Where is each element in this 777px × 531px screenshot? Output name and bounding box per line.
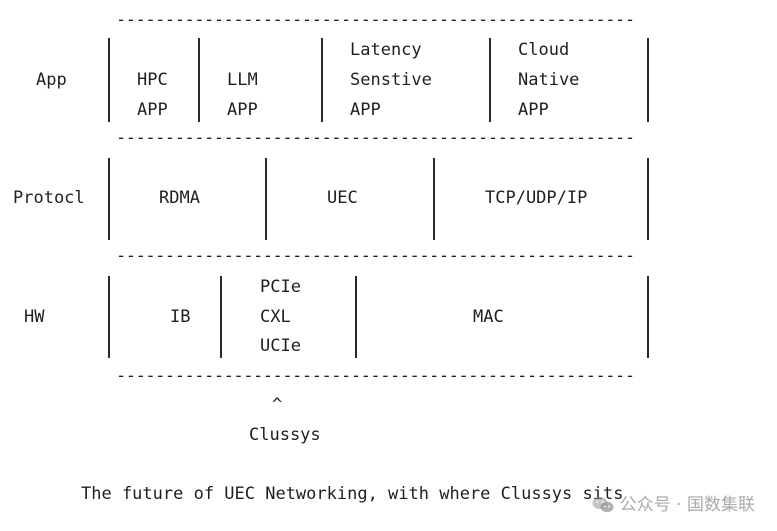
app-divider-hpc-llm (198, 38, 200, 122)
protocol-hw-separator: ----------------------------------------… (116, 246, 635, 266)
app-divider-latency-cloud (489, 38, 491, 122)
ib-label: IB (170, 307, 191, 327)
watermark: 公众号 · 国数集联 (592, 495, 755, 515)
row-label-hw: HW (24, 307, 45, 327)
rdma-label: RDMA (159, 188, 200, 208)
senstive-label: Senstive (350, 70, 432, 90)
hw-left-border (108, 276, 110, 358)
native-label: Native (518, 70, 580, 90)
hw-divider-interconnect-mac (355, 276, 357, 358)
row-label-protocol: Protocl (13, 188, 85, 208)
pcie-label: PCIe (260, 277, 301, 297)
hw-divider-ib-interconnect (220, 276, 222, 358)
app-right-border (647, 38, 649, 122)
latency-label: Latency (350, 40, 422, 60)
app-protocol-separator: ----------------------------------------… (116, 128, 635, 148)
uec-label: UEC (327, 188, 358, 208)
protocol-divider-uec-tcp (433, 158, 435, 240)
pointer-caret: ^ (272, 395, 283, 415)
hpc-app-label: APP (137, 100, 168, 120)
mac-label: MAC (473, 307, 504, 327)
app-divider-llm-latency (321, 38, 323, 122)
protocol-divider-rdma-uec (265, 158, 267, 240)
pointer-label: Clussys (249, 425, 321, 445)
ucie-label: UCIe (260, 336, 301, 356)
watermark-text: 公众号 · 国数集联 (619, 495, 755, 515)
protocol-left-border (108, 158, 110, 240)
row-label-app: App (36, 70, 67, 90)
cloud-label: Cloud (518, 40, 570, 60)
bottom-border: ----------------------------------------… (116, 366, 635, 386)
cloud-app-label: APP (518, 100, 549, 120)
latency-app-label: APP (350, 100, 381, 120)
protocol-right-border (647, 158, 649, 240)
figure-caption: The future of UEC Networking, with where… (81, 484, 624, 504)
hw-right-border (647, 276, 649, 358)
tcp-udp-ip-label: TCP/UDP/IP (485, 188, 588, 208)
app-left-border (108, 38, 110, 122)
cxl-label: CXL (260, 307, 291, 327)
llm-label: LLM (227, 70, 258, 90)
hpc-label: HPC (137, 70, 168, 90)
wechat-icon (592, 496, 614, 514)
llm-app-label: APP (227, 100, 258, 120)
top-border: ----------------------------------------… (116, 10, 635, 30)
